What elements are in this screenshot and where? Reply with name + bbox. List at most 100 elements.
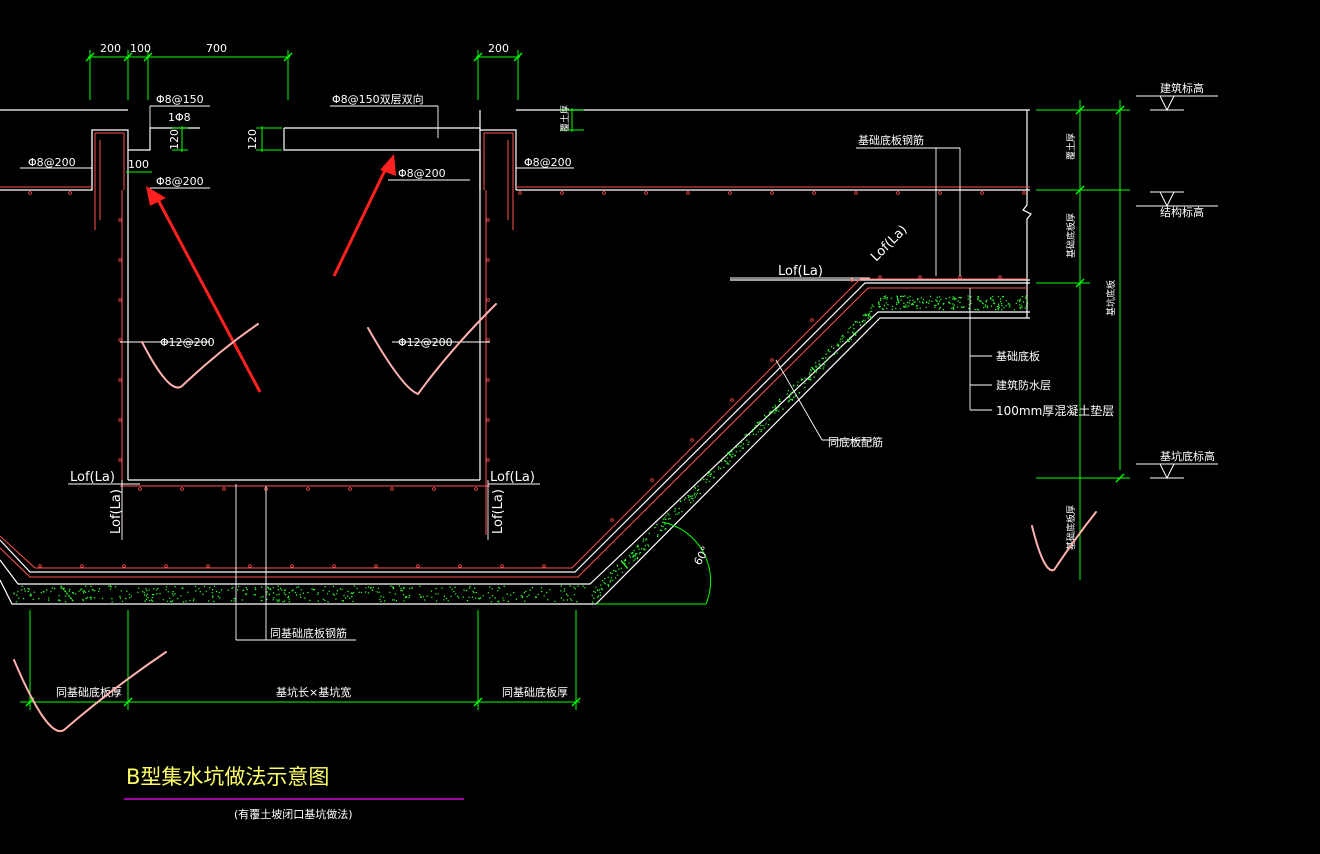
hatch-dot (991, 295, 994, 298)
hatch-dot (604, 583, 606, 585)
hatch-dot (1015, 302, 1017, 304)
hatch-dot (98, 588, 101, 590)
hatch-dot (232, 586, 234, 589)
hatch-dot (869, 313, 871, 315)
hatch-dot (994, 309, 997, 311)
hatch-dot (939, 296, 941, 298)
hatch-dot (29, 595, 31, 597)
hatch-dot (205, 590, 207, 593)
hatch-dot (150, 599, 153, 601)
hatch-dot (567, 595, 569, 597)
hatch-dot (569, 585, 571, 587)
right-slab-thickness: 基础底板厚 (1065, 213, 1077, 258)
hatch-dot (984, 304, 987, 306)
hatch-dot (401, 590, 403, 592)
hatch-dot (1021, 295, 1024, 298)
hatch-dot (898, 302, 900, 304)
hatch-dot (767, 423, 770, 426)
hatch-dot (50, 591, 52, 593)
hatch-dot (911, 302, 913, 305)
hatch-dot (616, 565, 619, 567)
hatch-dot (790, 398, 792, 401)
hatch-dot (27, 587, 29, 590)
hatch-dot (734, 455, 736, 457)
hatch-dot (537, 593, 539, 596)
hatch-dot (1025, 305, 1028, 307)
rebar-dot (730, 398, 734, 402)
hatch-dot (774, 406, 776, 408)
rebar-label-texts: Φ8@150 1Φ8 Φ8@150双层双向 Φ8@200 Φ8@200 Φ8@2… (28, 92, 572, 349)
hatch-dot (726, 463, 728, 465)
hatch-dot (703, 478, 705, 481)
hatch-dot (707, 475, 709, 477)
hatch-dot (709, 475, 712, 478)
rebar-dot (348, 487, 352, 491)
hatch-dot (393, 599, 395, 601)
hatch-dot (939, 306, 941, 309)
hatch-dot (566, 593, 568, 595)
hatch-dot (236, 589, 239, 591)
hatch-dot (445, 597, 448, 600)
hatch-dot (632, 551, 634, 554)
hatch-dot (813, 376, 815, 378)
hatch-dot (699, 492, 701, 495)
hatch-dot (977, 297, 979, 299)
hatch-dot (872, 305, 875, 308)
hatch-dot (279, 587, 282, 590)
hatch-dot (708, 480, 710, 483)
hatch-dot (443, 599, 445, 601)
hatch-dot (520, 595, 523, 597)
hatch-dot (343, 594, 345, 597)
hatch-dot (688, 496, 690, 499)
hatch-dot (193, 598, 195, 600)
hatch-dot (600, 584, 602, 586)
hatch-dot (383, 600, 386, 602)
hatch-dot (317, 600, 319, 602)
hatch-dot (220, 589, 223, 591)
hatch-dot (912, 303, 914, 306)
rebar-dot (38, 564, 42, 568)
hatch-dot (269, 588, 271, 590)
hatch-dot (766, 415, 768, 418)
hatch-dot (566, 599, 569, 601)
hatch-dot (811, 366, 813, 368)
cushion: 100mm厚混凝土垫层 (996, 403, 1114, 418)
hatch-dot (978, 300, 981, 302)
hatch-dot (1001, 305, 1003, 307)
hatch-dot (709, 469, 711, 472)
hatch-dot (977, 298, 979, 301)
hatch-dot (636, 557, 639, 560)
drawing-title: B型集水坑做法示意图 (126, 765, 329, 789)
hatch-dot (856, 331, 858, 333)
hatch-dot (720, 460, 723, 462)
hatch-dot (475, 591, 477, 594)
hatch-dot (609, 581, 611, 583)
hatch-dot (82, 590, 84, 592)
hatch-dot (1021, 305, 1023, 307)
hatch-dot (607, 584, 610, 586)
hatch-dot (611, 572, 613, 575)
hatch-dot (430, 590, 433, 592)
hatch-dot (948, 301, 950, 304)
rebar-dot (542, 564, 546, 568)
hatch-dot (185, 600, 187, 602)
hatch-dot (864, 320, 866, 322)
hatch-dot (816, 367, 819, 370)
hatch-dot (678, 512, 680, 514)
hatch-dot (169, 597, 171, 599)
hatch-dot (64, 595, 67, 597)
hatch-dot (1024, 307, 1026, 309)
hatch-dot (763, 427, 765, 429)
hatch-dot (683, 499, 686, 501)
hatch-dot (242, 589, 244, 591)
hatch-dot (215, 590, 218, 593)
hatch-dot (153, 593, 155, 596)
hatch-dot (576, 601, 578, 603)
hatch-dot (879, 299, 882, 301)
right-pit-depth: 基坑底板 (1105, 280, 1117, 316)
hatch-dot (58, 594, 60, 597)
pit-waterproof: 建筑防水层 (996, 378, 1051, 392)
hatch-dot (352, 600, 354, 603)
hatch-dot (886, 298, 888, 300)
